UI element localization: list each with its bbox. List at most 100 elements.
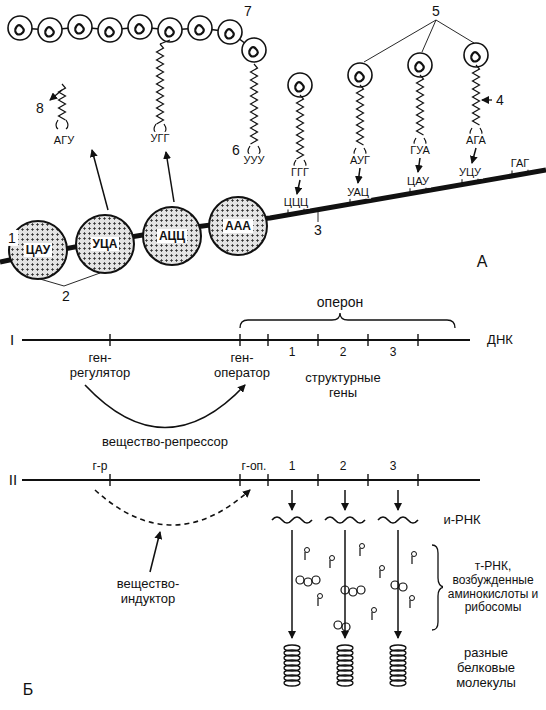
trna-stem [417,75,424,135]
leader-line [436,20,474,43]
amino-acid-core [165,27,174,36]
leader-line [318,212,319,222]
trna-stem [157,44,164,124]
amino-acid-core [45,27,54,36]
codon-text: ААА [223,219,253,233]
codon: УЦУ [457,166,483,179]
inducer-arc [95,490,250,525]
small-trna [411,556,412,564]
amino-acid [218,20,242,44]
mrna-label: и-РНК [441,513,482,528]
gene-label: ген-оператор [204,351,280,381]
callout-number: 4 [494,92,506,108]
translation-arrow [291,530,293,638]
link [160,40,170,44]
gene-boundary [267,334,268,346]
ribosome: ААА [208,196,268,256]
small-ribosome [391,581,399,589]
protein-helix [390,680,406,686]
amino-acid-core [15,25,24,34]
leader-line [40,279,64,286]
callout-number: 2 [60,288,72,304]
amino-acid [348,63,372,87]
gene-boundary [417,334,418,346]
amino-acid [128,15,152,39]
gene-number: 1 [287,460,298,474]
mrna-wave [272,517,312,523]
callout-number: 7 [242,3,254,19]
protein-helix [337,680,353,686]
release-arrow [92,150,108,210]
entry-arrow [166,152,174,202]
small-trna [379,570,380,578]
transcription-arrow [291,490,293,510]
small-trna-head [380,566,385,571]
anticodon: УУУ [242,154,267,167]
codon: УАЦ [345,186,371,199]
amino-acid [38,18,62,42]
substance-label: вещество-индуктор [106,577,190,607]
gene-label: г-р [90,460,109,474]
amino-acid-core [135,24,144,33]
mrna-wave [378,517,418,523]
small-ribosome [342,623,350,631]
panel-letter: Б [21,681,36,699]
dna-line [22,339,470,341]
gene-number: 1 [287,346,298,360]
codon: ЦАУ [405,175,431,188]
gene-boundary [367,474,368,486]
trna-stem [297,95,304,159]
leader-line [422,20,436,52]
inducer-arrow [150,532,160,572]
gene-boundary [417,474,418,486]
amino-acid [464,43,488,67]
gene-number: 2 [338,346,349,360]
amino-acid-core [225,29,234,38]
amino-acid [408,53,432,77]
leader-line [64,273,100,286]
anticodon: АГУ [52,134,76,147]
amino-acid-core [415,62,424,71]
small-trna-head [410,596,415,601]
gene-boundary [109,474,110,486]
trna-label: т-РНК, возбужденные аминокислоты и рибос… [443,560,543,615]
small-trna-head [412,552,417,557]
amino-acid [288,73,312,97]
operon-label: оперон [315,294,365,310]
pairing-arrow [472,148,476,163]
callout-number: 3 [312,222,324,238]
codon: ЦЦЦ [282,196,310,209]
pairing-arrow [297,180,300,194]
ribosome: УЦА [75,214,135,274]
small-trna [359,548,360,556]
small-trna-head [305,548,310,553]
small-trna [317,598,318,606]
leader-line [364,20,436,62]
amino-acid [8,16,32,40]
gene-number: 3 [388,346,399,360]
amino-acid [98,18,122,42]
amino-acid-core [249,47,258,56]
amino-acid-core [471,52,480,61]
callout-arrow [50,90,62,100]
protein-label: разные белковые молекулы [434,646,538,691]
gene-boundary [317,474,318,486]
small-ribosome [304,578,312,586]
small-trna [371,612,372,620]
codon-text: ЦАУ [24,243,52,257]
small-ribosome [399,583,407,591]
small-trna-head [372,608,377,613]
small-ribosome [341,586,349,594]
amino-acid [158,18,182,42]
gene-boundary [239,334,240,346]
small-trna-head [360,544,365,549]
pairing-arrow [358,168,360,183]
operon-brace [240,313,455,328]
amino-acid-core [105,27,114,36]
callout-number: 1 [6,230,18,246]
amino-acid [242,38,266,62]
trna-stem [251,64,258,144]
small-ribosome [296,576,304,584]
codon-text: УЦА [91,237,120,251]
gene-label: структурные гены [298,371,388,401]
